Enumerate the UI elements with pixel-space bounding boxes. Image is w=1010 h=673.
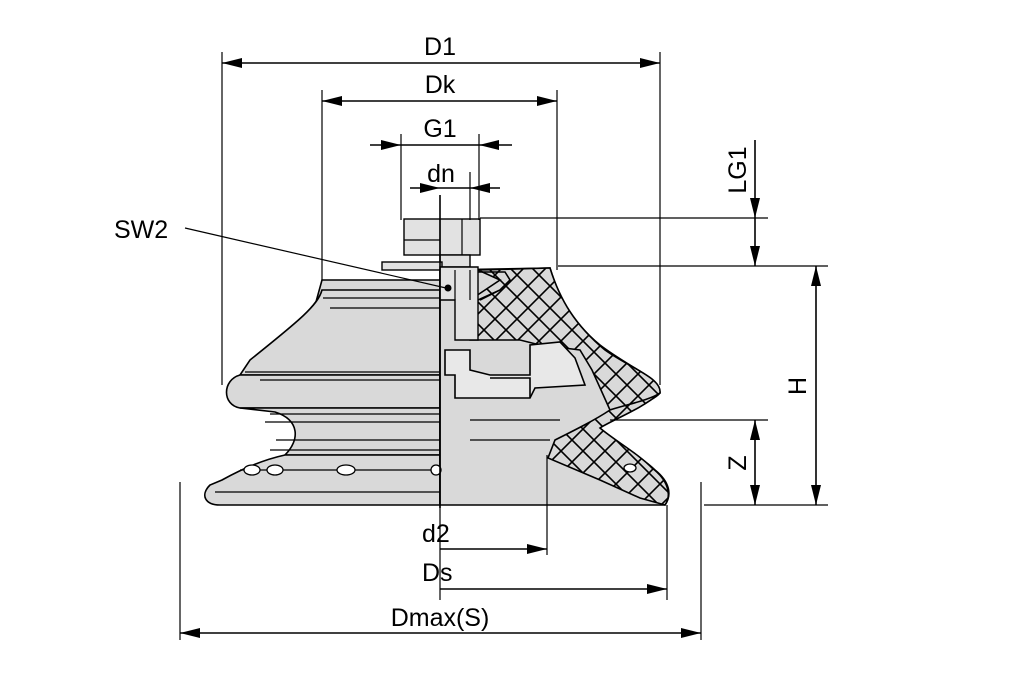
label-Ds: Ds	[422, 559, 453, 587]
dim-Z	[750, 420, 760, 505]
label-Dmax: Dmax(S)	[391, 604, 490, 632]
dim-LG1	[750, 140, 760, 266]
upper-cone	[238, 289, 441, 376]
label-D1: D1	[424, 33, 456, 61]
label-LG1: LG1	[724, 146, 752, 193]
label-dn: dn	[427, 160, 455, 188]
dim-Dk	[322, 96, 557, 106]
dim-d2	[440, 544, 547, 554]
label-Z: Z	[724, 455, 752, 470]
hatched-section-upper	[469, 267, 661, 411]
dim-D1	[222, 58, 660, 68]
inner-insert	[444, 341, 587, 399]
waist	[239, 407, 441, 456]
dim-Ds	[440, 584, 667, 594]
insert-step	[490, 377, 531, 398]
label-H: H	[784, 377, 812, 395]
sw2-leader-line	[184, 227, 447, 289]
label-SW2: SW2	[114, 216, 168, 244]
dim-dn	[410, 183, 500, 193]
dim-G1	[370, 140, 512, 150]
extension-lines	[179, 52, 828, 640]
sw2-marker-dot	[444, 284, 452, 292]
dim-H	[811, 266, 821, 505]
vent-holes	[243, 463, 637, 476]
label-G1: G1	[423, 115, 456, 143]
label-Dk: Dk	[425, 71, 456, 99]
label-d2: d2	[422, 520, 450, 548]
dim-Dmax	[180, 628, 701, 638]
hatched-section-lower	[546, 392, 669, 506]
lower-lip	[204, 454, 441, 506]
